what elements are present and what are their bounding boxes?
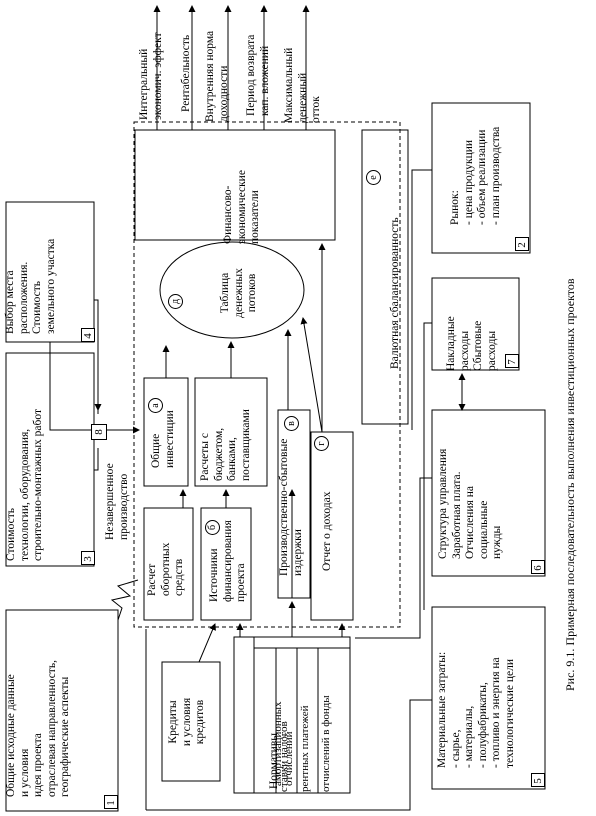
sources-label: Источники финансирования проекта [208,520,247,602]
box-overheads [431,277,520,371]
tech-cost-label: Стоимость технологии, оборудования, стро… [5,408,44,561]
letter-circle-b: б [205,520,220,535]
letter-circle-a: а [148,398,163,413]
box-currency [361,129,409,425]
number-box-6: 6 [531,560,545,574]
box-market [431,102,531,254]
market-label: Рынок: - цена продукции - объем реализац… [449,126,502,225]
box-materials [431,606,546,790]
output-label-4: Период возврата кап. вложений [245,34,271,116]
box-general-data [5,609,119,812]
output-label-2: Рентабельность [180,34,192,112]
credits-label: Кредиты и условия кредитов [167,697,206,747]
working-capital-label: Расчет оборотных средств [146,542,185,596]
unfinished-label: Незавершенное производство [104,463,130,540]
cash-flow-label: Таблица денежных потоков [219,268,258,318]
currency-label: Валютная сбалансированность [389,217,401,369]
number-box-4: 4 [81,328,95,342]
letter-circle-d: д [168,294,183,309]
site-label: Выбор места расположения. Стоимость земе… [4,238,57,334]
output-label-1: Интегральный экономич. эффект [138,32,164,120]
figure-caption: Рис. 9.1. Примерная последовательность в… [563,278,577,691]
norms-item-2: ставки налогов [278,721,290,792]
box-credits [161,661,221,782]
box-production-costs [277,409,311,599]
letter-circle-g: г [314,436,329,451]
letter-circle-v: в [284,416,299,431]
number-box-7: 7 [505,354,519,368]
box-income-report [310,431,354,621]
number-box-8: 8 [91,424,107,440]
indicators-label: Финансово- экономические показатели [222,170,261,244]
number-box-5: 5 [531,773,545,787]
box-structure [431,409,546,577]
box-indicators [134,129,336,241]
main-dashed-frame [133,121,401,628]
output-label-5: Максимальный денежный отток [283,47,322,123]
settlements-label: Расчеты с бюджетом, банками, поставщикам… [199,409,252,481]
number-box-2: 2 [515,237,529,251]
box-working-capital [143,507,194,621]
norms-item-3: рентных платежей [299,705,311,793]
number-box-3: 3 [81,551,95,565]
income-report-label: Отчет о доходах [321,491,333,572]
cash-flow-ellipse [159,241,305,339]
production-costs-label: Производственно-сбытовые издержки [278,438,304,576]
overheads-label: Накладные расходы Сбытовые расходы [445,316,498,371]
materials-label: Материальные затраты: - сырье, - материа… [436,651,516,768]
output-label-3: Внутренняя норма доходности [204,30,230,122]
structure-label: Структура управления Заработная плата. О… [437,448,503,559]
norms-item-4: отчислений в фонды [320,695,332,792]
letter-circle-e: е [366,170,381,185]
number-box-1: 1 [104,795,118,809]
general-data-label: Общие исходные данные и условия идея про… [5,660,71,797]
